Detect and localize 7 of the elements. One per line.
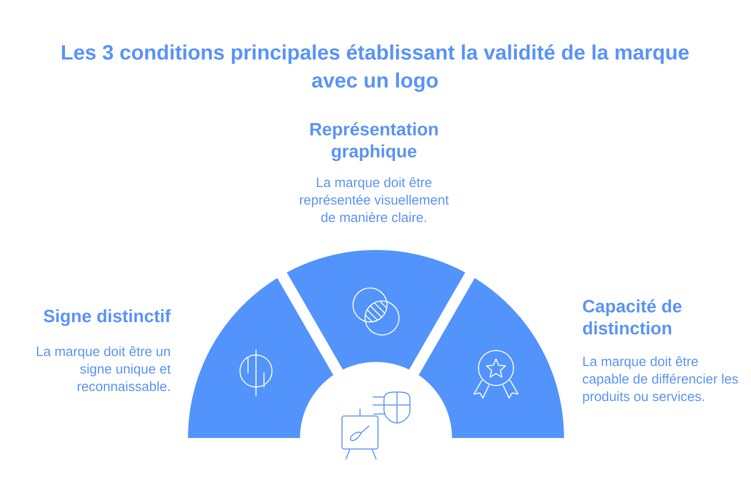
description: La marque doit être capable de différencier les produits ou services. [582, 356, 738, 404]
heading: Signe distinctif [44, 309, 171, 326]
description: La marque doit être un signe unique et reconnaissable. [37, 346, 171, 392]
heading: Capacité de distinction [583, 299, 682, 334]
heading: Représentation graphique [310, 122, 438, 162]
title: Les 3 conditions principales établissant la validité de la marque avec un logo [62, 44, 689, 92]
description: La marque doit être représentée visuellement de manière claire. [300, 177, 449, 222]
